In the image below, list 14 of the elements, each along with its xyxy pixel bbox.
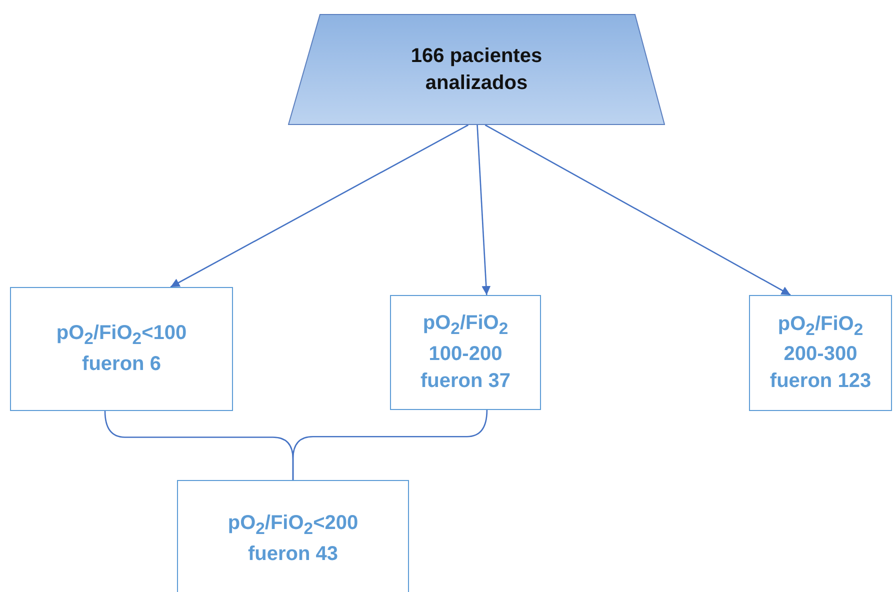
node-text: pO$_{2}$/FiO$_{2}$ 100-200 fueron 37 — [419, 311, 512, 394]
arrow — [484, 124, 791, 296]
brace-connector — [292, 410, 488, 480]
arrow — [476, 124, 491, 296]
arrow — [170, 124, 469, 288]
process-box — [177, 480, 409, 592]
node-text: pO$_{2}$/FiO$_{2}$ 200-300 fueron 123 — [768, 312, 872, 394]
process-box — [10, 287, 233, 411]
process-box — [390, 295, 541, 410]
node-text: 166 pacientes analizados — [410, 44, 544, 96]
trapezoid-box — [288, 14, 665, 125]
process-box — [749, 295, 892, 411]
node-text: pO$_{2}$/FiO$_{2}$<100 fueron 6 — [55, 321, 188, 377]
node-text: pO$_{2}$/FiO$_{2}$<200 fueron 43 — [226, 511, 360, 567]
